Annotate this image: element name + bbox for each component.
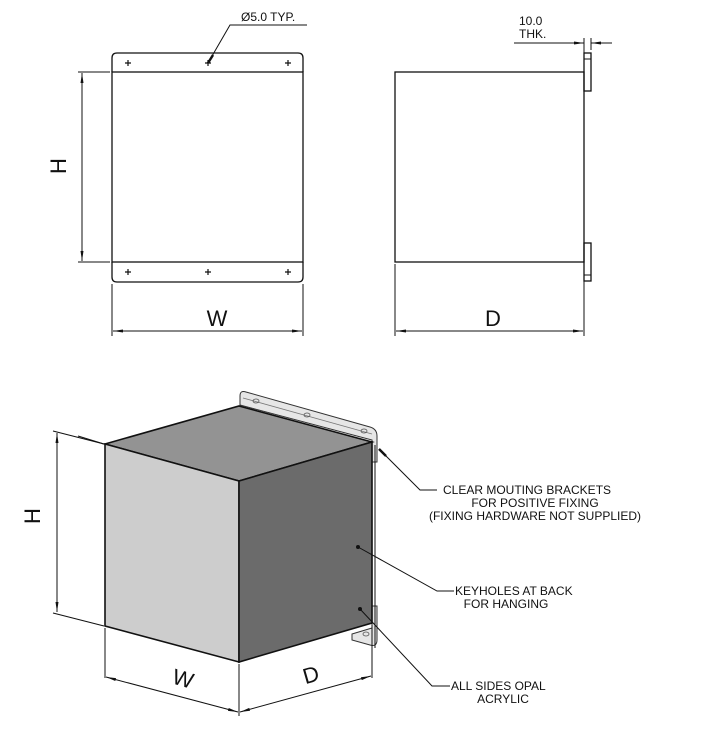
- svg-text:FOR HANGING: FOR HANGING: [464, 597, 549, 611]
- iso-front-face: [104, 442, 240, 664]
- front-view: [78, 24, 307, 336]
- iso-depth-label: D: [300, 661, 322, 689]
- svg-text:(FIXING HARDWARE NOT SUPPLIED): (FIXING HARDWARE NOT SUPPLIED): [429, 509, 641, 523]
- front-body: [111, 71, 304, 263]
- svg-text:ACRYLIC: ACRYLIC: [477, 692, 529, 706]
- iso-height-label: H: [20, 508, 45, 524]
- thickness-suffix: THK.: [519, 27, 546, 41]
- iso-view: [52, 391, 454, 716]
- hole-callout-label: Ø5.0 TYP.: [241, 10, 295, 24]
- annotation-keyholes: KEYHOLES AT BACK FOR HANGING: [455, 584, 573, 611]
- iso-side-face: [238, 440, 373, 664]
- top-bracket: [111, 52, 304, 72]
- annotation-material: ALL SIDES OPAL ACRYLIC: [451, 679, 546, 706]
- annotation-brackets: CLEAR MOUTING BRACKETS FOR POSITIVE FIXI…: [429, 483, 641, 523]
- iso-width-label: W: [170, 664, 197, 694]
- side-bottom-bracket: [583, 242, 592, 282]
- front-width-label: W: [207, 306, 228, 331]
- bottom-bracket: [111, 262, 304, 283]
- side-depth-label: D: [485, 306, 501, 331]
- side-body: [394, 71, 585, 263]
- svg-text:CLEAR MOUTING BRACKETS: CLEAR MOUTING BRACKETS: [443, 483, 611, 497]
- side-view: [394, 38, 612, 336]
- thickness-value: 10.0: [519, 14, 543, 28]
- fixing-holes: [125, 60, 291, 275]
- svg-text:KEYHOLES AT BACK: KEYHOLES AT BACK: [455, 584, 573, 598]
- svg-text:FOR POSITIVE FIXING: FOR POSITIVE FIXING: [471, 496, 598, 510]
- iso-bracket-holes: [252, 398, 368, 434]
- front-height-label: H: [46, 158, 71, 174]
- svg-text:ALL SIDES OPAL: ALL SIDES OPAL: [451, 679, 546, 693]
- side-top-bracket: [583, 52, 592, 92]
- iso-top-bracket: [239, 391, 378, 463]
